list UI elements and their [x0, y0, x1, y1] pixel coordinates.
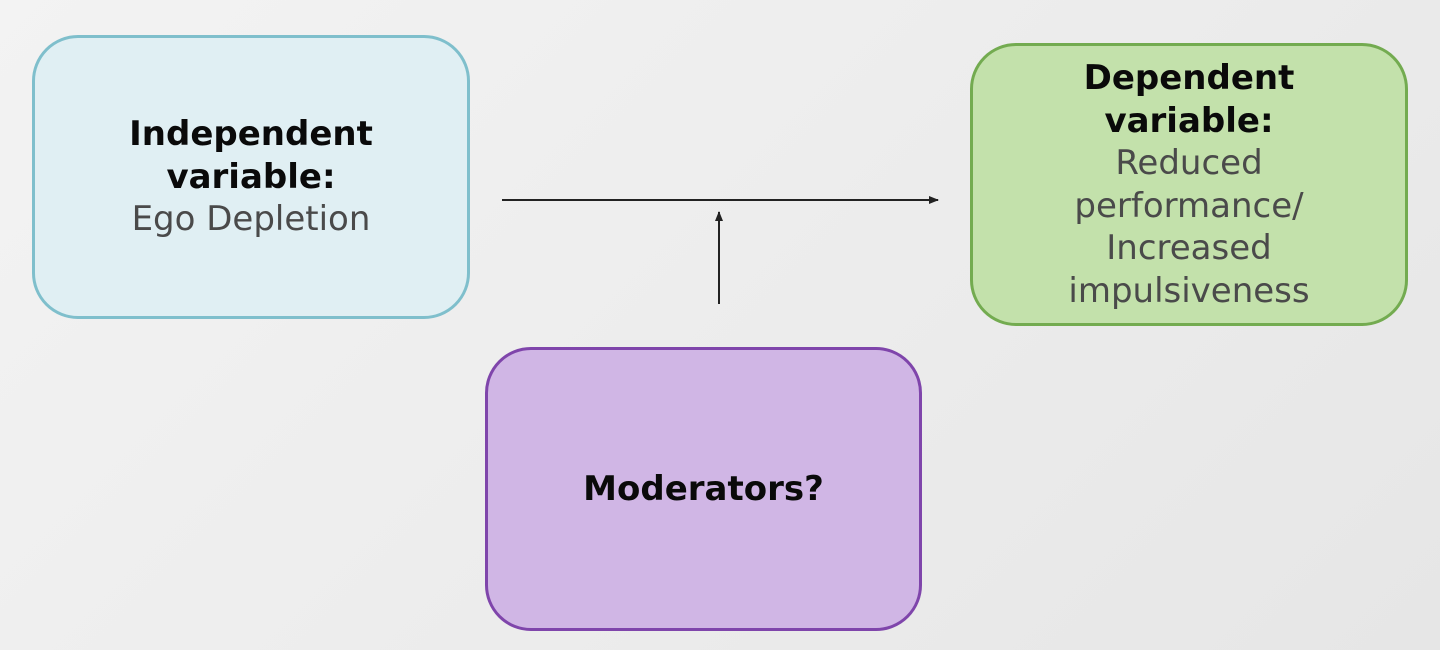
independent-heading-line1: Independent	[129, 114, 373, 155]
dependent-heading-line2: variable:	[1104, 100, 1274, 141]
dependent-value-line: Increased	[1106, 228, 1272, 268]
dependent-value-line: impulsiveness	[1068, 270, 1310, 311]
dependent-heading-line1: Dependent	[1083, 58, 1295, 98]
independent-heading-line2: variable:	[166, 156, 336, 197]
moderators-box: Moderators?	[485, 347, 922, 631]
dependent-variable-box: Dependent variable: Reduced performance/…	[970, 43, 1408, 326]
independent-variable-box: Independent variable: Ego Depletion	[32, 35, 470, 319]
dependent-value-line: performance/	[1074, 185, 1304, 226]
independent-value: Ego Depletion	[131, 199, 371, 240]
moderators-label: Moderators?	[583, 468, 824, 509]
dependent-value-line: Reduced	[1115, 143, 1263, 183]
